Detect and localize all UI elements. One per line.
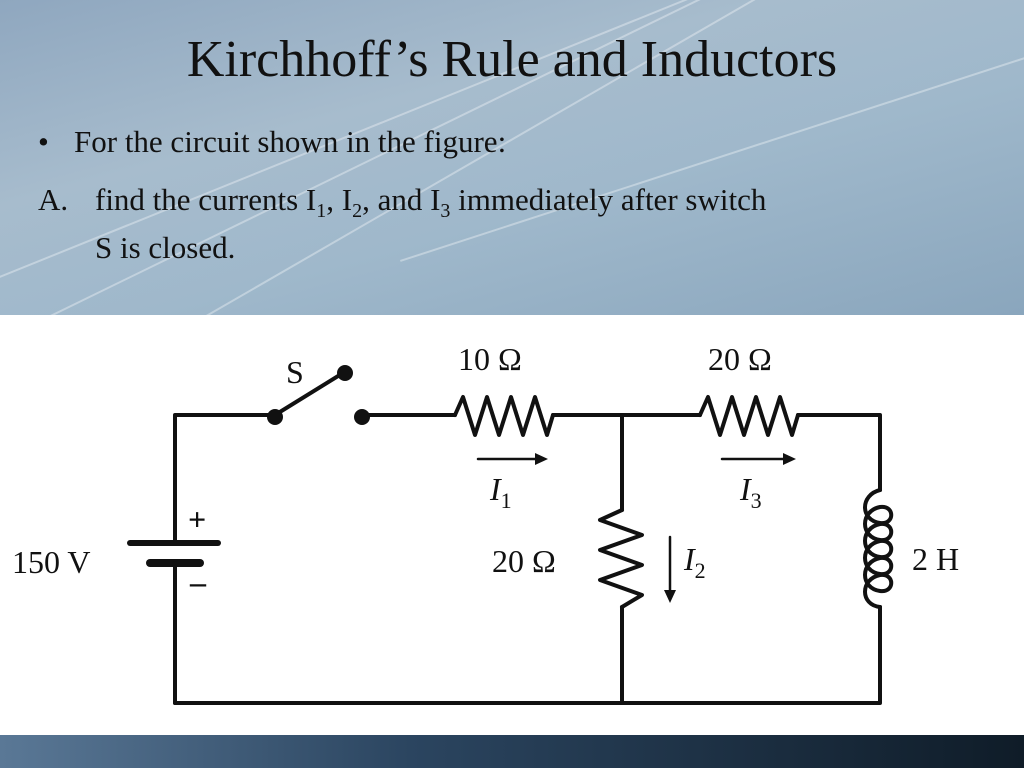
current-2-sub: 2 xyxy=(695,558,706,583)
wire-r3-to-inductor xyxy=(796,413,882,492)
list-item-a: A. find the currents I1, I2, and I3 immed… xyxy=(38,182,998,223)
current-1-letter: I xyxy=(489,471,502,507)
arrow-head-2 xyxy=(664,590,676,603)
resistor-20-ohm-middle-label: 20 Ω xyxy=(492,543,556,579)
inductor-coil xyxy=(863,488,894,609)
current-label-1: I1 xyxy=(489,471,512,513)
item-a-sub1: 1 xyxy=(316,200,327,223)
current-1-sub: 1 xyxy=(501,488,512,513)
resistor-10-ohm-label: 10 Ω xyxy=(458,341,522,377)
resistor-20-ohm-middle xyxy=(598,508,644,609)
switch-blade xyxy=(273,371,345,417)
switch-contact-right xyxy=(354,409,370,425)
item-a-text-part1: find the currents I xyxy=(95,182,317,217)
resistor-10-ohm xyxy=(453,395,555,437)
bullet-text: For the circuit shown in the figure: xyxy=(74,124,507,159)
battery-voltage-label: 150 V xyxy=(12,544,91,580)
battery-plus-sign: + xyxy=(188,501,206,537)
bullet-item: • For the circuit shown in the figure: xyxy=(38,124,506,160)
list-item-label: A. xyxy=(38,182,69,217)
current-label-3: I3 xyxy=(739,471,762,513)
arrow-head-1 xyxy=(535,453,548,465)
item-a-text-part3: , and I xyxy=(362,182,441,217)
switch-label: S xyxy=(286,354,304,390)
current-3-sub: 3 xyxy=(751,488,762,513)
wire-inductor-to-bottom xyxy=(173,605,882,705)
slide-footer-bar xyxy=(0,735,1024,768)
resistor-20-ohm-top xyxy=(698,395,800,437)
current-3-letter: I xyxy=(739,471,752,507)
battery-minus-sign: – xyxy=(189,564,207,600)
inductor-label: 2 H xyxy=(912,541,959,577)
item-a-sub3: 3 xyxy=(440,200,451,223)
item-a-text-part4: immediately after switch xyxy=(450,182,767,217)
resistor-20-ohm-top-label: 20 Ω xyxy=(708,341,772,377)
arrow-head-3 xyxy=(783,453,796,465)
switch-contact-left xyxy=(267,409,283,425)
list-item-a-continuation: S is closed. xyxy=(95,230,236,265)
current-label-2: I2 xyxy=(683,541,706,583)
current-2-letter: I xyxy=(683,541,696,577)
circuit-diagram: S 10 Ω 20 Ω 20 Ω 150 V + – 2 H I1 I3 I2 xyxy=(0,315,1024,735)
switch-contact-top xyxy=(337,365,353,381)
bullet-dot-icon: • xyxy=(38,124,49,159)
slide-header-background: Kirchhoff’s Rule and Inductors • For the … xyxy=(0,0,1024,315)
slide-title: Kirchhoff’s Rule and Inductors xyxy=(186,31,838,88)
wire-left-lower xyxy=(173,413,274,545)
item-a-text-part2: , I xyxy=(326,182,353,217)
item-a-sub2: 2 xyxy=(352,200,363,223)
